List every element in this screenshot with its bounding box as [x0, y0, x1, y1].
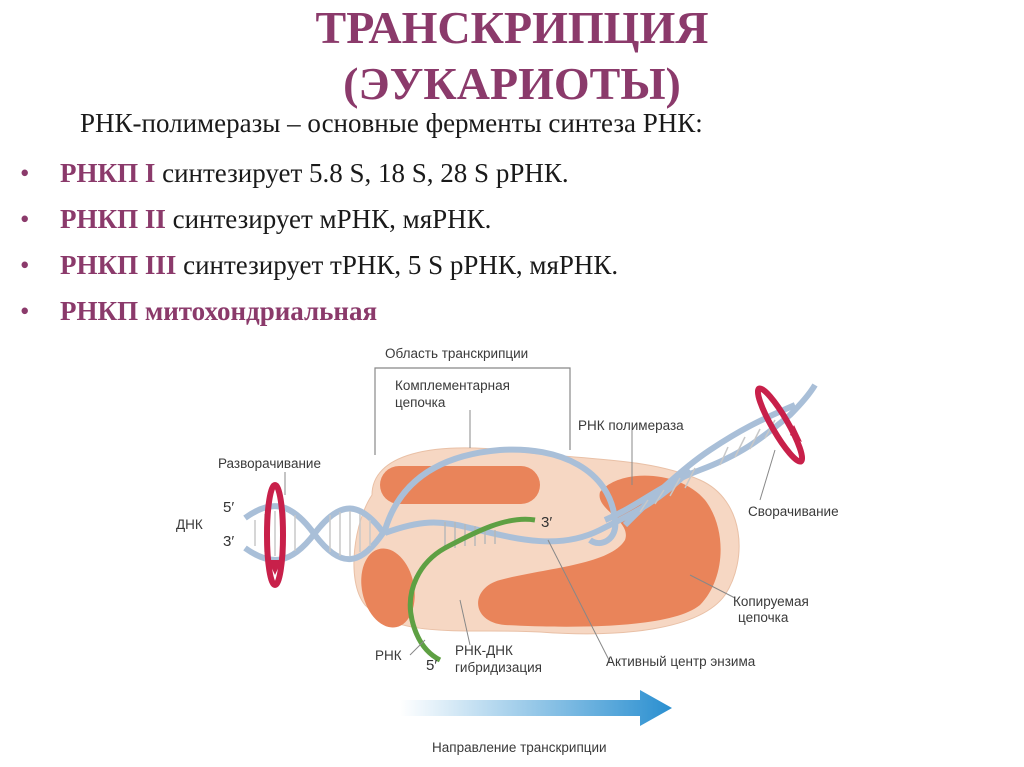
list-item: • РНКП III синтезирует тРНК, 5 S рРНК, мя… [20, 242, 618, 288]
label-active-center: Активный центр энзима [606, 654, 756, 669]
enzyme-name: РНКП III [60, 250, 177, 280]
enzyme-name: РНКП митохондриальная [60, 296, 378, 326]
label-hybrid-2: гибридизация [455, 660, 542, 675]
direction-arrow [400, 690, 672, 726]
enzyme-description: синтезирует 5.8 S, 18 S, 28 S рРНК. [155, 158, 569, 188]
enzyme-description: синтезирует тРНК, 5 S рРНК, мяРНК. [176, 250, 619, 280]
enzyme-name: РНКП I [60, 158, 156, 188]
slide-title-line1: ТРАНСКРИПЦИЯ [315, 2, 709, 53]
polymerase-left-lobe [361, 548, 415, 628]
bullet-symbol: • [20, 158, 30, 188]
polymerase-list: • РНКП I синтезирует 5.8 S, 18 S, 28 S рР… [20, 150, 618, 334]
label-direction: Направление транскрипции [432, 740, 607, 755]
label-five-prime: 5′ [223, 499, 234, 516]
rna-strand [407, 516, 536, 663]
unwinding-arrow [264, 482, 286, 588]
label-transcription-region: Область транскрипции [385, 346, 528, 361]
list-item: • РНКП митохондриальная [20, 288, 618, 334]
rewinding-arrow [754, 385, 806, 465]
label-polymerase: РНК полимераза [578, 418, 684, 433]
label-hybrid-1: РНК-ДНК [455, 643, 513, 658]
label-rna: РНК [375, 648, 402, 663]
label-copied-1: Копируемая [733, 594, 809, 609]
leader-lines [284, 410, 776, 663]
label-complementary-1: Комплементарная [395, 378, 510, 393]
label-complementary-2: цепочка [395, 395, 446, 410]
label-three-prime: 3′ [223, 533, 234, 550]
label-unwinding: Разворачивание [218, 456, 321, 471]
bullet-symbol: • [20, 204, 30, 234]
slide-title-line2: (ЭУКАРИОТЫ) [343, 58, 681, 109]
label-rewinding: Сворачивание [748, 504, 839, 519]
polymerase-right-lobe [478, 475, 721, 627]
bullet-symbol: • [20, 296, 30, 326]
bullet-symbol: • [20, 250, 30, 280]
label-rna-three-prime: 3′ [541, 514, 552, 531]
list-item: • РНКП II синтезирует мРНК, мяРНК. [20, 196, 618, 242]
label-copied-2: цепочка [738, 610, 789, 625]
intro-text: РНК-полимеразы – основные ферменты синте… [80, 108, 703, 138]
enzyme-description: синтезирует мРНК, мяРНК. [165, 204, 492, 234]
list-item: • РНКП I синтезирует 5.8 S, 18 S, 28 S рР… [20, 150, 618, 196]
enzyme-name: РНКП II [60, 204, 166, 234]
transcription-region-bracket [374, 367, 571, 455]
complementary-strand [382, 446, 619, 547]
polymerase-top-lobe [380, 466, 540, 504]
label-dna: ДНК [176, 517, 203, 532]
label-rna-five-prime: 5′ [426, 657, 437, 674]
